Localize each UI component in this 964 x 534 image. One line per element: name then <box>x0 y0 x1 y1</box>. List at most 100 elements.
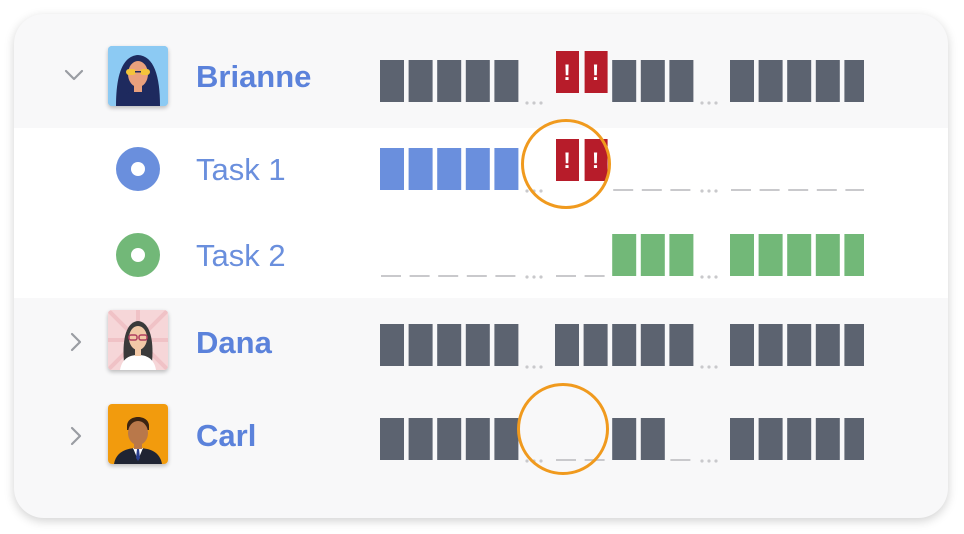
timeline-brianne: !! <box>380 51 864 105</box>
timeline-empty-slot <box>381 275 401 277</box>
timeline-bar[interactable] <box>465 148 490 190</box>
timeline-bar[interactable] <box>465 324 490 366</box>
timeline-bar[interactable] <box>844 324 864 366</box>
timeline-bar[interactable] <box>844 418 864 460</box>
task-row-task-1[interactable]: Task 1 !! <box>14 128 948 214</box>
conflict-label: ! <box>592 60 599 85</box>
timeline-bar[interactable] <box>640 324 665 366</box>
timeline-empty-slot <box>495 275 516 277</box>
timeline-bar[interactable] <box>730 418 754 460</box>
woman-sunglasses-avatar <box>108 46 168 106</box>
timeline-conflict-marker[interactable]: ! <box>584 51 608 93</box>
timeline-bar[interactable] <box>612 60 637 102</box>
timeline-bar[interactable] <box>437 324 462 366</box>
timeline-bar[interactable] <box>758 418 783 460</box>
timeline-empty-slot <box>731 189 751 191</box>
timeline-bar[interactable] <box>787 324 812 366</box>
woman-glasses-avatar <box>108 310 168 370</box>
timeline-empty-slot <box>641 189 662 191</box>
timeline-bar[interactable] <box>787 234 812 276</box>
timeline-bar[interactable] <box>612 324 637 366</box>
timeline-gap-dot <box>532 275 536 279</box>
timeline-bar[interactable] <box>730 234 754 276</box>
timeline-bar[interactable] <box>815 418 840 460</box>
timeline-bar[interactable] <box>408 148 433 190</box>
timeline-gap-dot <box>532 365 536 369</box>
timeline-bar[interactable] <box>437 148 462 190</box>
timeline-empty-slot <box>556 275 576 277</box>
conflict-label: ! <box>563 60 570 85</box>
timeline-bar[interactable] <box>758 324 783 366</box>
chevron-right-icon[interactable] <box>64 330 88 354</box>
timeline-bar[interactable] <box>494 418 519 460</box>
timeline-bar[interactable] <box>465 418 490 460</box>
timeline-bar[interactable] <box>669 60 694 102</box>
timeline-gap-dot <box>714 459 718 463</box>
timeline-bar[interactable] <box>437 418 462 460</box>
timeline-bar[interactable] <box>494 148 519 190</box>
task-name-task-2[interactable]: Task 2 <box>196 238 286 273</box>
timeline-empty-slot <box>816 189 837 191</box>
timeline-bar[interactable] <box>437 60 462 102</box>
timeline-bar[interactable] <box>787 60 812 102</box>
timeline-empty-slot <box>438 275 459 277</box>
timeline-bar[interactable] <box>408 324 433 366</box>
timeline-gap-dot <box>707 101 711 105</box>
timeline-bar[interactable] <box>815 60 840 102</box>
task-name-task-1[interactable]: Task 1 <box>196 152 286 187</box>
chevron-down-icon[interactable] <box>62 63 86 87</box>
timeline-bar[interactable] <box>758 60 783 102</box>
timeline-bar[interactable] <box>758 234 783 276</box>
person-row-carl[interactable]: Carl <box>14 390 948 482</box>
timeline-bar[interactable] <box>612 234 637 276</box>
timeline-task-2 <box>381 234 864 279</box>
timeline-bar[interactable] <box>380 60 404 102</box>
timeline-conflict-marker[interactable]: ! <box>556 51 579 93</box>
timeline-bar[interactable] <box>380 148 404 190</box>
timeline-bar[interactable] <box>408 418 433 460</box>
timeline-empty-slot <box>466 275 487 277</box>
timeline-bar[interactable] <box>669 234 694 276</box>
timeline-bar[interactable] <box>640 60 665 102</box>
timeline-empty-slot <box>759 189 780 191</box>
timeline-bar[interactable] <box>730 324 754 366</box>
task-row-task-2[interactable]: Task 2 <box>14 214 948 298</box>
timeline-bar[interactable] <box>787 418 812 460</box>
timeline-bar[interactable] <box>730 60 754 102</box>
timeline-bar[interactable] <box>494 60 519 102</box>
timeline-gap-dot <box>714 101 718 105</box>
person-row-dana[interactable]: Dana <box>14 298 948 390</box>
timeline-bar[interactable] <box>612 418 637 460</box>
timeline-bar[interactable] <box>465 60 490 102</box>
person-name-dana[interactable]: Dana <box>196 325 272 360</box>
timeline-gap-dot <box>707 459 711 463</box>
timeline-gap-dot <box>525 101 529 105</box>
timeline-gap-dot <box>700 459 704 463</box>
person-row-brianne[interactable]: Brianne !! <box>14 14 948 128</box>
chevron-right-icon[interactable] <box>64 424 88 448</box>
timeline-bar[interactable] <box>815 234 840 276</box>
timeline-bar[interactable] <box>380 324 404 366</box>
resource-schedule-card: Brianne !! Task 1 !! Task 2 <box>14 14 948 518</box>
task-dot-icon <box>116 233 160 277</box>
timeline-bar[interactable] <box>815 324 840 366</box>
timeline-gap-dot <box>539 365 543 369</box>
timeline-empty-slot <box>409 275 430 277</box>
timeline-bar[interactable] <box>640 234 665 276</box>
timeline-bar[interactable] <box>494 324 519 366</box>
timeline-bar[interactable] <box>555 324 579 366</box>
conflict-highlight-ring <box>521 119 611 209</box>
timeline-gap-dot <box>700 101 704 105</box>
timeline-bar[interactable] <box>380 418 404 460</box>
person-name-brianne[interactable]: Brianne <box>196 59 312 94</box>
timeline-bar[interactable] <box>844 234 864 276</box>
person-name-carl[interactable]: Carl <box>196 418 257 453</box>
timeline-bar[interactable] <box>669 324 694 366</box>
man-suit-avatar <box>108 404 168 464</box>
timeline-gap-dot <box>714 275 718 279</box>
timeline-bar[interactable] <box>408 60 433 102</box>
timeline-bar[interactable] <box>844 60 864 102</box>
timeline-gap-dot <box>707 365 711 369</box>
timeline-bar[interactable] <box>640 418 665 460</box>
timeline-bar[interactable] <box>583 324 608 366</box>
